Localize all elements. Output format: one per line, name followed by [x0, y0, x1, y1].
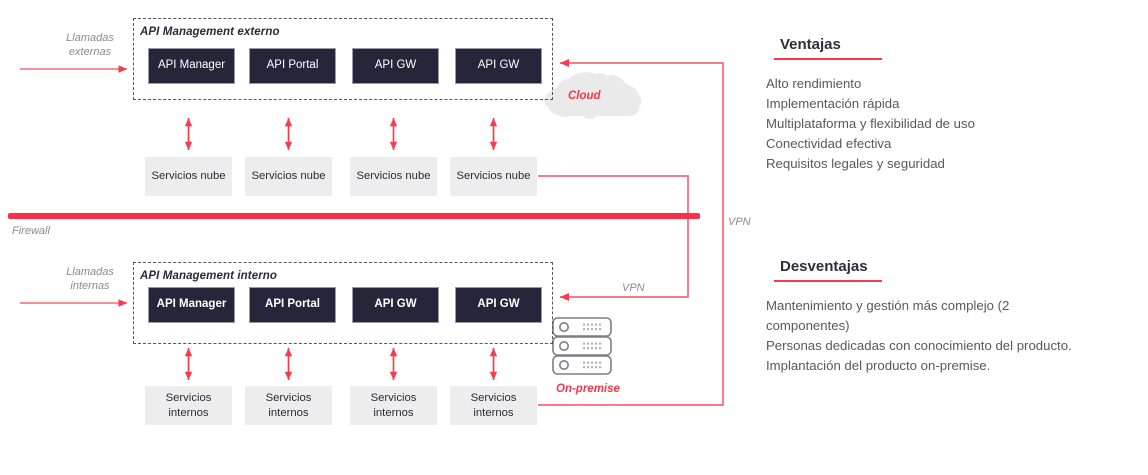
cloud-service-4-label: Servicios nube	[456, 170, 531, 183]
internal-api-manager-label: API Manager	[156, 298, 227, 311]
internal-service-3[interactable]: Servicios internos	[350, 386, 437, 425]
external-api-manager[interactable]: API Manager	[148, 48, 235, 84]
external-api-portal[interactable]: API Portal	[249, 48, 336, 84]
internal-service-4[interactable]: Servicios internos	[450, 386, 537, 425]
disadvantages-heading: Desventajas	[780, 258, 868, 275]
internal-service-4-label: Servicios internos	[470, 392, 517, 419]
external-api-gw-2[interactable]: API GW	[455, 48, 542, 84]
internal-service-2[interactable]: Servicios internos	[245, 386, 332, 425]
firewall-label: Firewall	[12, 225, 50, 237]
internal-zone-container	[133, 262, 553, 344]
advantages-item-3: Conectividad efectiva	[766, 136, 892, 152]
advantages-heading: Ventajas	[780, 36, 841, 53]
internal-api-gw-2[interactable]: API GW	[455, 287, 542, 323]
disadvantages-panel: Desventajas Mantenimiento y gestión más …	[766, 258, 1136, 376]
internal-calls-label: Llamadas internas	[66, 266, 114, 292]
vpn-path-inner	[538, 175, 689, 302]
cloud-service-4[interactable]: Servicios nube	[450, 157, 537, 196]
cloud-service-2[interactable]: Servicios nube	[245, 157, 332, 196]
vpn-label-outer: VPN	[728, 216, 751, 228]
internal-api-manager[interactable]: API Manager	[148, 287, 235, 323]
external-api-gw-1[interactable]: API GW	[352, 48, 439, 84]
internal-api-gw-1[interactable]: API GW	[352, 287, 439, 323]
cloud-service-3-label: Servicios nube	[356, 170, 431, 183]
external-zone-container	[133, 18, 553, 100]
vpn-path-outer	[538, 58, 724, 406]
external-api-gw-2-label: API GW	[477, 59, 520, 72]
external-api-manager-label: API Manager	[157, 59, 226, 72]
internal-api-gw-2-label: API GW	[477, 298, 520, 311]
internal-service-1[interactable]: Servicios internos	[145, 386, 232, 425]
internal-service-2-label: Servicios internos	[265, 392, 312, 419]
internal-service-1-label: Servicios internos	[165, 392, 212, 419]
internal-zone-title: API Management interno	[140, 270, 278, 282]
server-rack-icon	[552, 317, 612, 375]
external-zone-title: API Management externo	[140, 26, 280, 38]
external-api-gw-1-label: API GW	[374, 59, 417, 72]
internal-api-portal[interactable]: API Portal	[249, 287, 336, 323]
onpremise-label: On-premise	[556, 383, 620, 395]
cloud-service-3[interactable]: Servicios nube	[350, 157, 437, 196]
cloud-service-1-label: Servicios nube	[151, 170, 226, 183]
external-api-portal-label: API Portal	[266, 59, 319, 72]
cloud-label: Cloud	[568, 90, 601, 102]
cloud-service-1[interactable]: Servicios nube	[145, 157, 232, 196]
firewall-bar	[8, 213, 700, 219]
advantages-item-4: Requisitos legales y seguridad	[766, 156, 945, 172]
disadvantages-item-0: Mantenimiento y gestión más complejo (2 …	[766, 298, 1010, 334]
cloud-service-2-label: Servicios nube	[251, 170, 326, 183]
advantages-underline	[774, 58, 882, 60]
disadvantages-item-1: Personas dedicadas con conocimiento del …	[766, 338, 1072, 354]
disadvantages-item-2: Implantación del producto on-premise.	[766, 358, 991, 374]
advantages-panel: Ventajas Alto rendimiento Implementación…	[766, 36, 1136, 174]
advantages-item-2: Multiplataforma y flexibilidad de uso	[766, 116, 975, 132]
advantages-item-1: Implementación rápida	[766, 96, 900, 112]
vpn-label-inner: VPN	[622, 282, 645, 294]
external-calls-label: Llamadas externas	[66, 32, 114, 58]
internal-api-portal-label: API Portal	[265, 298, 320, 311]
internal-api-gw-1-label: API GW	[374, 298, 417, 311]
internal-service-3-label: Servicios internos	[370, 392, 417, 419]
advantages-item-0: Alto rendimiento	[766, 76, 862, 91]
disadvantages-underline	[774, 280, 882, 282]
